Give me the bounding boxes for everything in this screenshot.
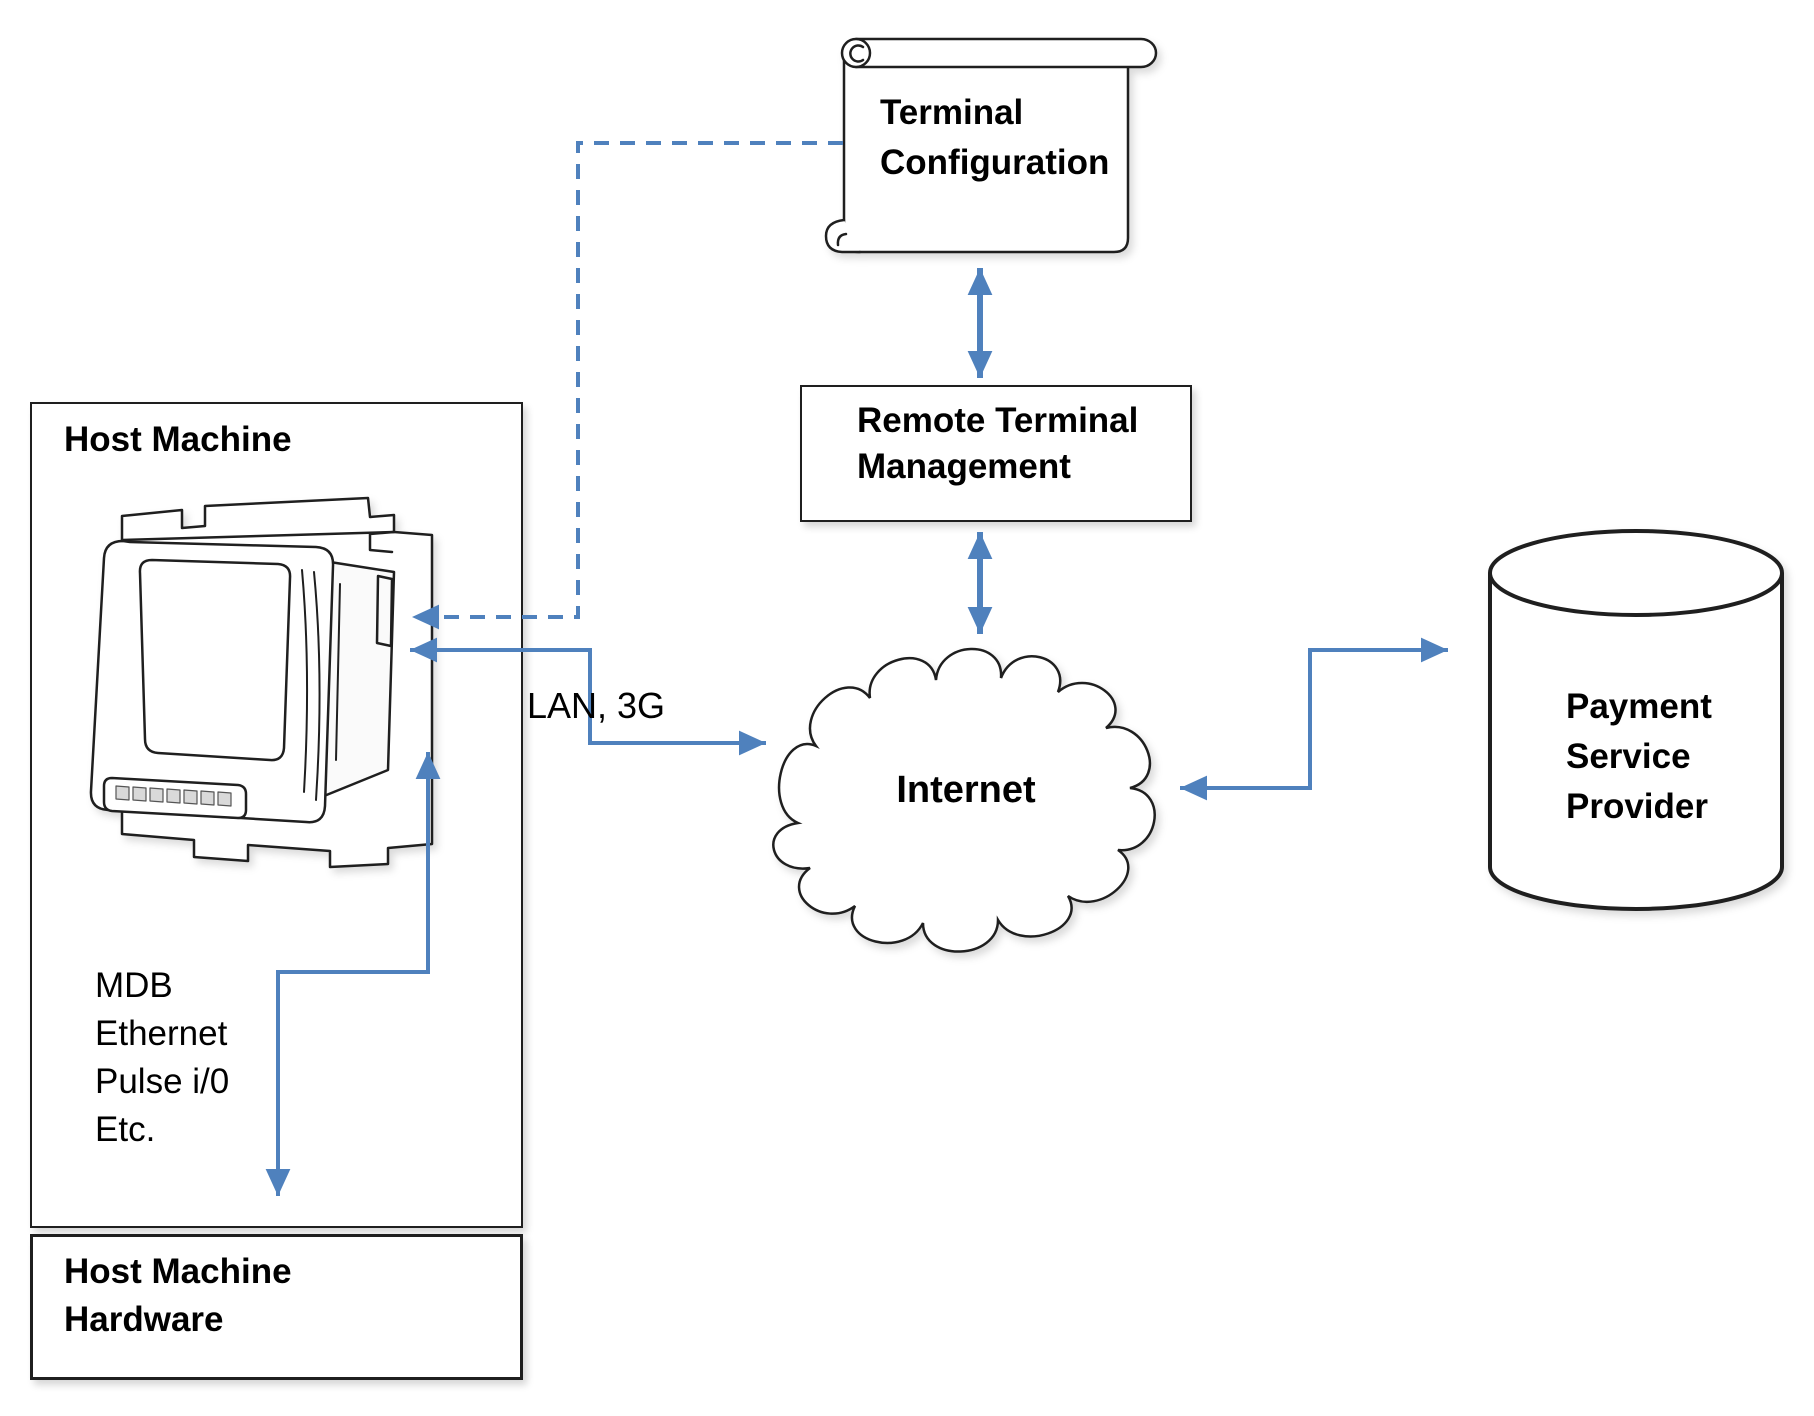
terminal-configuration-scroll — [824, 37, 1158, 254]
payment-service-provider-cylinder — [1488, 529, 1784, 911]
remote-terminal-management-box — [800, 385, 1192, 522]
device-slot-slats — [115, 785, 232, 807]
connector-internet-psp — [1180, 637, 1448, 801]
host-machine-hardware-label: Host Machine Hardware — [64, 1252, 292, 1339]
internet-cloud — [772, 647, 1156, 953]
interface-item: Etc. — [95, 1110, 156, 1149]
host-machine-title: Host Machine — [64, 420, 292, 459]
interface-item: Pulse i/0 — [95, 1062, 230, 1101]
lan-3g-label: LAN, 3G — [527, 685, 666, 726]
connector-device-internet — [410, 637, 766, 756]
connector-config-device — [412, 141, 843, 630]
connector-device-hardware — [265, 752, 441, 1196]
internet-label: Internet — [896, 769, 1036, 811]
host-machine-hardware-box — [30, 1234, 523, 1380]
payment-service-provider-label: Payment Service Provider — [1566, 687, 1712, 826]
host-interfaces-list: MDB Ethernet Pulse i/0 Etc. — [95, 962, 229, 1154]
terminal-configuration-label: Terminal Configuration — [880, 93, 1110, 182]
remote-terminal-management-label: Remote Terminal Management — [857, 401, 1139, 486]
interface-item: Ethernet — [95, 1014, 228, 1053]
interface-item: MDB — [95, 966, 173, 1005]
